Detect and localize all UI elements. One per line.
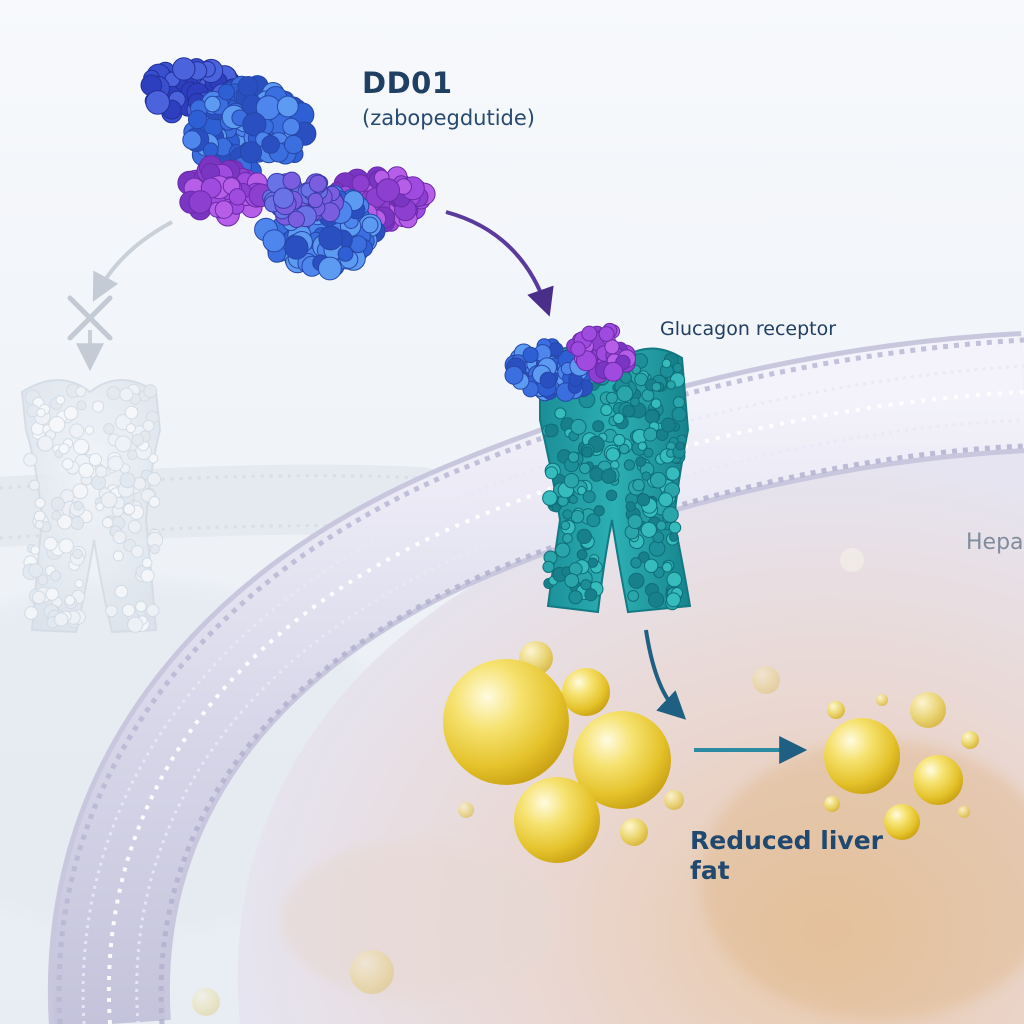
binding-arrow	[445, 210, 554, 317]
ghost-receptor	[20, 379, 164, 634]
result-label: Reduced liver fat	[690, 826, 883, 885]
drug-subtitle-label: (zabopegdutide)	[362, 106, 535, 130]
blocked-path-arrow	[92, 220, 173, 302]
cell-interior-shade	[700, 740, 1024, 1020]
signal-arrow	[644, 629, 687, 720]
receptor-label: Glucagon receptor	[660, 318, 837, 340]
ghost-membrane-edge-top	[0, 474, 421, 490]
cell-interior-haze	[280, 840, 560, 1000]
fat-droplets-after	[752, 548, 979, 840]
glucagon-receptor	[539, 346, 692, 614]
cell-label: Hepa	[966, 530, 1024, 555]
fat-droplets-before	[192, 641, 684, 1016]
drug-molecule	[140, 57, 436, 281]
cross-icon	[67, 295, 113, 341]
ghost-receptor-texture	[22, 383, 164, 633]
cell-membrane	[47, 331, 1024, 1024]
drug-name-label: DD01	[362, 66, 453, 100]
receptor-texture	[542, 352, 688, 611]
bound-drug-molecule	[504, 322, 637, 402]
